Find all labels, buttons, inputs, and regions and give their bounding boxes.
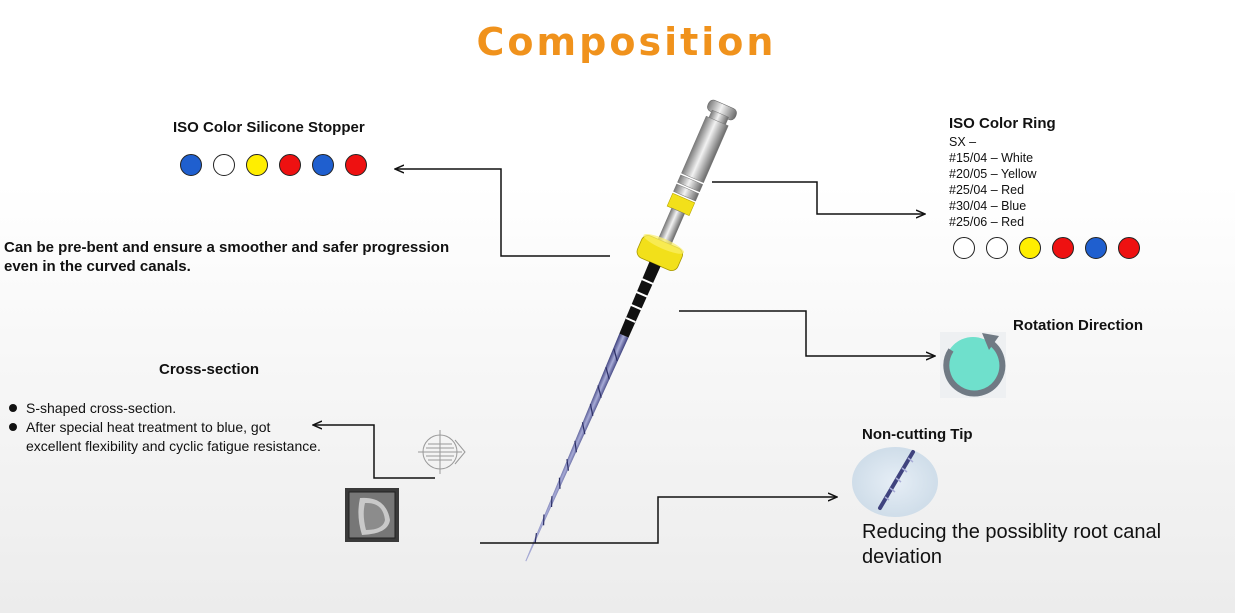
stopper-dot-3 bbox=[246, 154, 268, 176]
stopper-dot-5 bbox=[312, 154, 334, 176]
stopper-heading: ISO Color Silicone Stopper bbox=[173, 119, 365, 136]
tip-line-1: Reducing the possiblity root canal bbox=[862, 521, 1162, 543]
ring-dot-2 bbox=[986, 237, 1008, 259]
stopper-dot-2 bbox=[213, 154, 235, 176]
cross-section-heading: Cross-section bbox=[159, 361, 260, 378]
stopper-color-dots bbox=[180, 154, 367, 176]
ring-color-dots bbox=[953, 237, 1140, 259]
prebent-line-2: even in the curved canals. bbox=[4, 258, 191, 275]
ring-heading: ISO Color Ring bbox=[949, 115, 1056, 132]
cross-section-bullet-2-cont: excellent flexibility and cyclic fatigue… bbox=[26, 438, 321, 454]
prebent-description: Can be pre-bent and ensure a smoother an… bbox=[4, 238, 494, 276]
connector-tip bbox=[480, 497, 836, 544]
endo-file-illustration bbox=[525, 99, 737, 562]
ring-dot-4 bbox=[1052, 237, 1074, 259]
ring-dot-1 bbox=[953, 237, 975, 259]
cross-section-bullet-1: S-shaped cross-section. bbox=[8, 399, 378, 418]
ring-size-item: #15/04 – White bbox=[949, 151, 1034, 165]
stopper-dot-4 bbox=[279, 154, 301, 176]
connector-ring bbox=[712, 181, 924, 214]
tip-line-2: deviation bbox=[862, 546, 943, 568]
page-title: Composition bbox=[476, 20, 777, 64]
prebent-line-1: Can be pre-bent and ensure a smoother an… bbox=[4, 239, 450, 256]
connector-rotation bbox=[679, 310, 934, 356]
rotation-icon bbox=[940, 332, 1006, 398]
ring-size-item: #30/04 – Blue bbox=[949, 199, 1027, 213]
ring-dot-6 bbox=[1118, 237, 1140, 259]
ring-size-item: SX – bbox=[949, 135, 977, 149]
cross-section-photo bbox=[345, 488, 399, 542]
stopper-dot-1 bbox=[180, 154, 202, 176]
cross-section-sketch-icon bbox=[418, 430, 466, 474]
cross-section-bullet-2-text: After special heat treatment to blue, go… bbox=[26, 419, 271, 435]
connector-cross-section bbox=[314, 425, 435, 479]
connector-stopper bbox=[396, 169, 610, 257]
ring-size-item: #25/06 – Red bbox=[949, 215, 1025, 229]
rotation-heading: Rotation Direction bbox=[1013, 317, 1143, 334]
ring-size-list: SX – #15/04 – White #20/05 – Yellow #25/04 … bbox=[949, 134, 1037, 230]
tip-heading: Non-cutting Tip bbox=[862, 426, 973, 443]
non-cutting-tip-image bbox=[852, 447, 938, 517]
tip-description: Reducing the possiblity root canal devia… bbox=[862, 520, 1161, 570]
ring-dot-3 bbox=[1019, 237, 1041, 259]
cross-section-bullets: S-shaped cross-section. After special he… bbox=[8, 399, 378, 456]
ring-size-item: #20/05 – Yellow bbox=[949, 167, 1037, 181]
ring-dot-5 bbox=[1085, 237, 1107, 259]
cross-section-bullet-2: After special heat treatment to blue, go… bbox=[8, 418, 378, 456]
ring-size-item: #25/04 – Red bbox=[949, 183, 1025, 197]
stopper-dot-6 bbox=[345, 154, 367, 176]
